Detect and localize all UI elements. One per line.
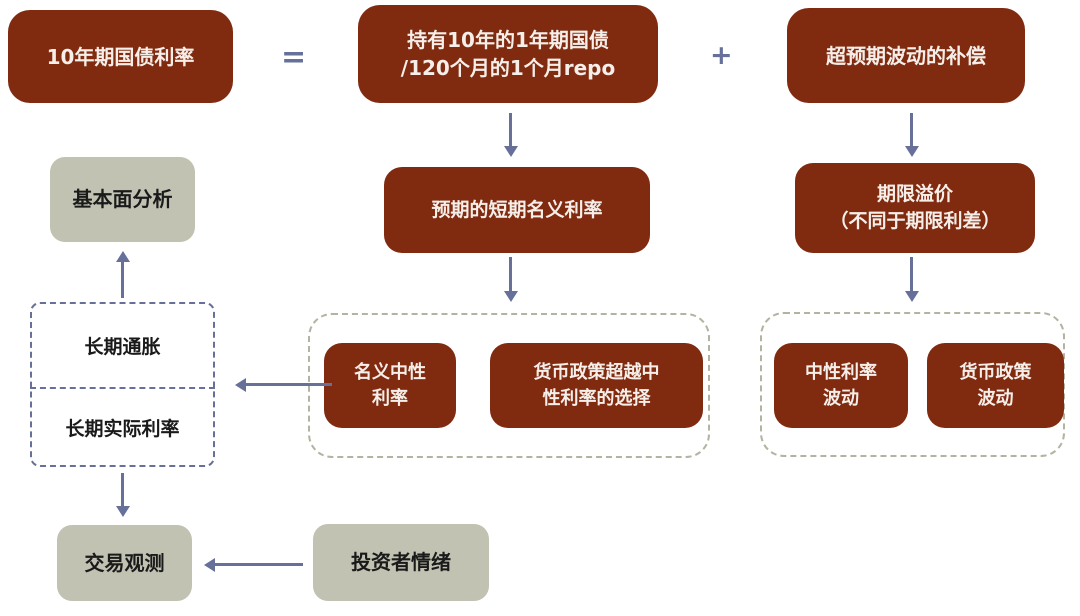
- node-label: 投资者情绪: [351, 550, 451, 574]
- node-10y-treasury-rate: 10年期国债利率: [8, 10, 233, 103]
- node-volatility-compensation: 超预期波动的补偿: [787, 8, 1025, 103]
- node-fundamental-analysis: 基本面分析: [50, 157, 195, 242]
- arrow-term-premium-to-components: [910, 257, 913, 291]
- arrow-compensation-to-term-premium: [910, 113, 913, 146]
- node-label: 超预期波动的补偿: [826, 43, 986, 68]
- group-term-premium-components: 中性利率 波动 货币政策 波动: [760, 312, 1065, 457]
- cell-longterm-inflation: 长期通胀: [84, 336, 161, 358]
- node-nominal-neutral-rate: 名义中性 利率: [324, 343, 456, 428]
- node-neutral-rate-volatility: 中性利率 波动: [774, 343, 908, 428]
- arrow-longterm-to-trading: [121, 473, 124, 506]
- cell-longterm-real-rate: 长期实际利率: [65, 417, 180, 440]
- node-term-premium: 期限溢价 （不同于期限利差）: [795, 163, 1035, 253]
- arrow-components-to-longterm: [246, 383, 332, 386]
- node-policy-beyond-neutral: 货币政策超越中 性利率的选择: [490, 343, 703, 428]
- node-label: 基本面分析: [72, 187, 173, 211]
- arrow-expected-to-components: [509, 257, 512, 291]
- node-label: 预期的短期名义利率: [431, 198, 603, 221]
- group-divider: [30, 387, 215, 389]
- node-label: 交易观测: [84, 550, 165, 575]
- node-investor-sentiment: 投资者情绪: [313, 524, 489, 601]
- node-hold-10y-repo: 持有10年的1年期国债 /120个月的1个月repo: [358, 5, 658, 103]
- node-label: 期限溢价 （不同于期限利差）: [829, 183, 1001, 232]
- group-expected-rate-components: 名义中性 利率 货币政策超越中 性利率的选择: [308, 313, 710, 458]
- arrow-sentiment-to-trading: [215, 563, 303, 566]
- plus-sign: +: [710, 40, 733, 71]
- group-longterm-drivers: 长期通胀 长期实际利率: [30, 302, 215, 467]
- node-expected-short-nominal-rate: 预期的短期名义利率: [384, 167, 650, 253]
- node-trading-observation: 交易观测: [57, 525, 192, 601]
- equals-sign: =: [281, 40, 307, 75]
- arrow-longterm-to-fundamental: [121, 262, 124, 298]
- node-label: 10年期国债利率: [46, 44, 195, 69]
- node-policy-volatility: 货币政策 波动: [927, 343, 1064, 428]
- node-label: 持有10年的1年期国债 /120个月的1个月repo: [400, 28, 616, 80]
- arrow-hold-to-expected: [509, 113, 512, 146]
